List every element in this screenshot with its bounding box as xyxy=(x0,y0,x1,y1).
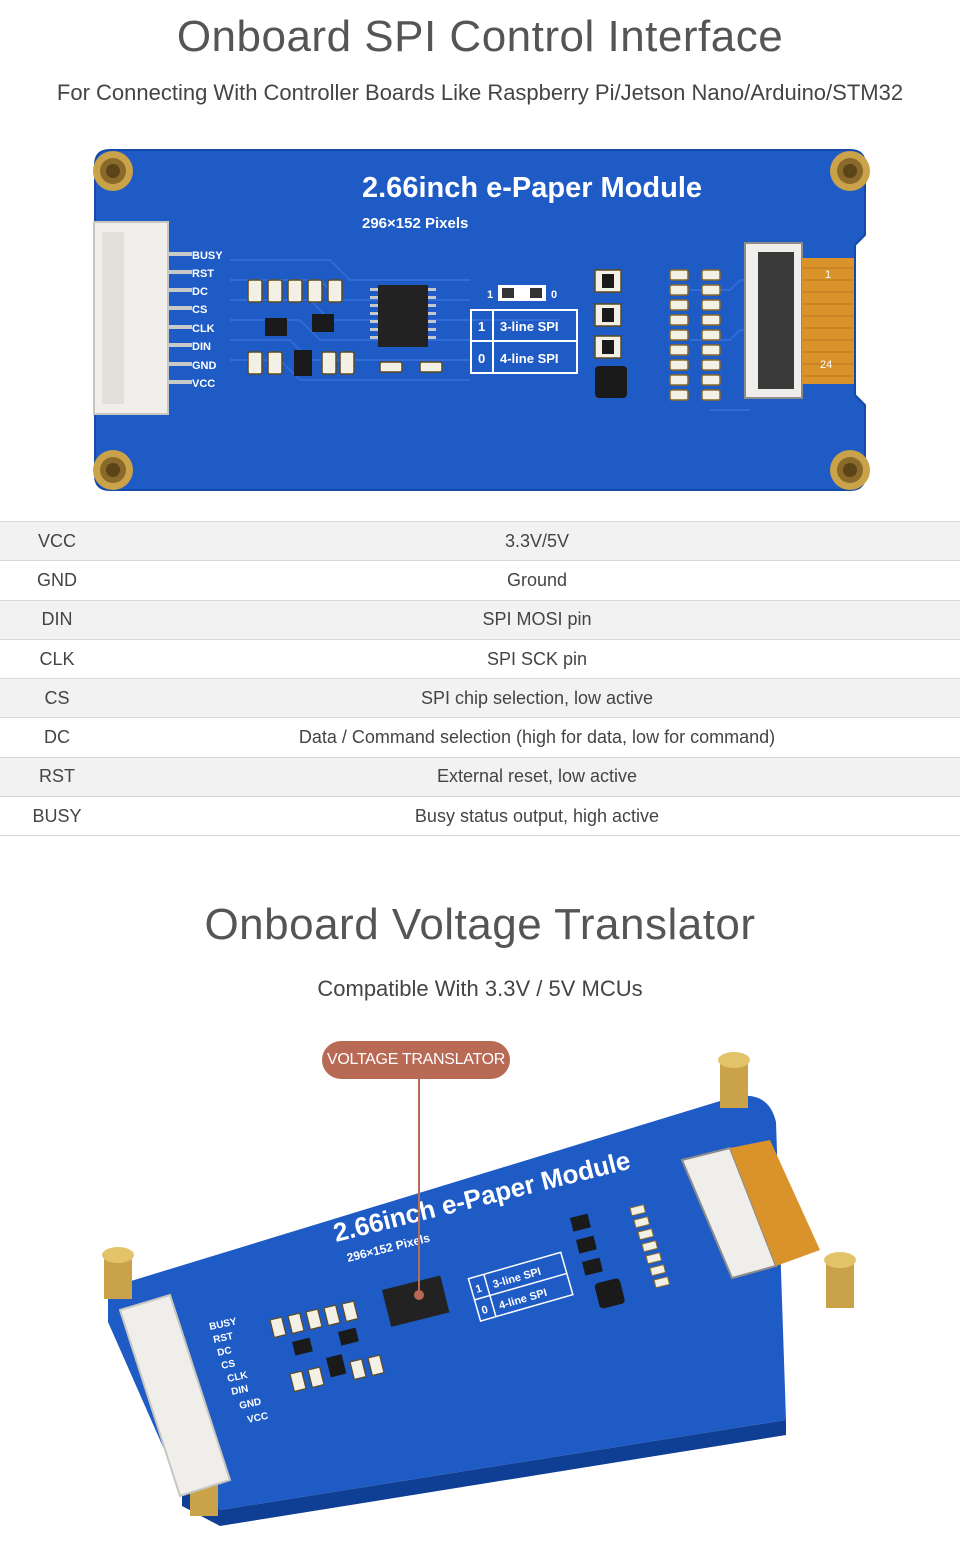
pin-description: SPI SCK pin xyxy=(114,638,960,679)
pin-label-vcc: VCC xyxy=(192,378,215,390)
svg-text:DIN: DIN xyxy=(230,1384,249,1398)
svg-text:1: 1 xyxy=(825,269,831,281)
pin-label-dc: DC xyxy=(192,286,208,298)
board-resolution: 296×152 Pixels xyxy=(362,215,468,232)
callout-pointer-line xyxy=(418,1079,420,1294)
spi-mode-value-1: 1 xyxy=(478,319,485,334)
pin-name: CLK xyxy=(0,638,114,679)
pin-description: Busy status output, high active xyxy=(114,796,960,837)
svg-text:CLK: CLK xyxy=(226,1370,249,1385)
pin-description: 3.3V/5V xyxy=(114,520,960,561)
svg-text:CS: CS xyxy=(220,1358,236,1372)
mounting-hole-icon xyxy=(93,151,870,490)
pin-description: External reset, low active xyxy=(114,756,960,797)
pin-name: RST xyxy=(0,756,114,797)
pin-description: Ground xyxy=(114,560,960,601)
board-title: 2.66inch e-Paper Module xyxy=(362,172,702,204)
spi-mode-label-4line: 4-line SPI xyxy=(500,351,559,366)
pin-label-clk: CLK xyxy=(192,323,215,335)
svg-text:0: 0 xyxy=(551,289,557,301)
pin-name: BUSY xyxy=(0,796,114,837)
svg-text:24: 24 xyxy=(820,359,832,371)
pin-label-rst: RST xyxy=(192,268,214,280)
pin-description: SPI MOSI pin xyxy=(114,599,960,640)
pin-description: Data / Command selection (high for data,… xyxy=(114,717,960,758)
pin-label-din: DIN xyxy=(192,341,211,353)
pin-name: DIN xyxy=(0,599,114,640)
pin-name: CS xyxy=(0,678,114,718)
svg-text:RST: RST xyxy=(212,1331,234,1346)
svg-text:0: 0 xyxy=(480,1304,489,1317)
voltage-translator-callout: VOLTAGE TRANSLATOR xyxy=(322,1041,510,1079)
section-subtitle-spi: For Connecting With Controller Boards Li… xyxy=(56,80,904,105)
pin-name: VCC xyxy=(0,520,114,561)
svg-text:VCC: VCC xyxy=(246,1411,269,1426)
svg-text:GND: GND xyxy=(238,1397,262,1412)
pin-label-gnd: GND xyxy=(192,360,217,372)
svg-text:1: 1 xyxy=(487,289,493,301)
callout-pointer-dot xyxy=(414,1290,424,1300)
section-title-voltage: Onboard Voltage Translator xyxy=(204,900,756,949)
pin-name: DC xyxy=(0,717,114,758)
pin-name: GND xyxy=(0,560,114,601)
svg-text:1: 1 xyxy=(474,1283,483,1296)
svg-text:DC: DC xyxy=(216,1345,232,1359)
section-title-spi: Onboard SPI Control Interface xyxy=(176,12,784,61)
spi-mode-label-3line: 3-line SPI xyxy=(500,319,559,334)
pin-description: SPI chip selection, low active xyxy=(114,678,960,718)
epaper-board-perspective-view: BUSY RST DC CS CLK DIN GND VCC 2.66inch … xyxy=(102,1052,856,1526)
spi-mode-value-0: 0 xyxy=(478,351,485,366)
epaper-board-top-view: BUSY RST DC CS CLK DIN GND VCC 2.66inch … xyxy=(93,149,870,491)
pin-label-cs: CS xyxy=(192,304,207,316)
section-subtitle-voltage: Compatible With 3.3V / 5V MCUs xyxy=(317,976,643,1001)
pin-label-busy: BUSY xyxy=(192,250,223,262)
